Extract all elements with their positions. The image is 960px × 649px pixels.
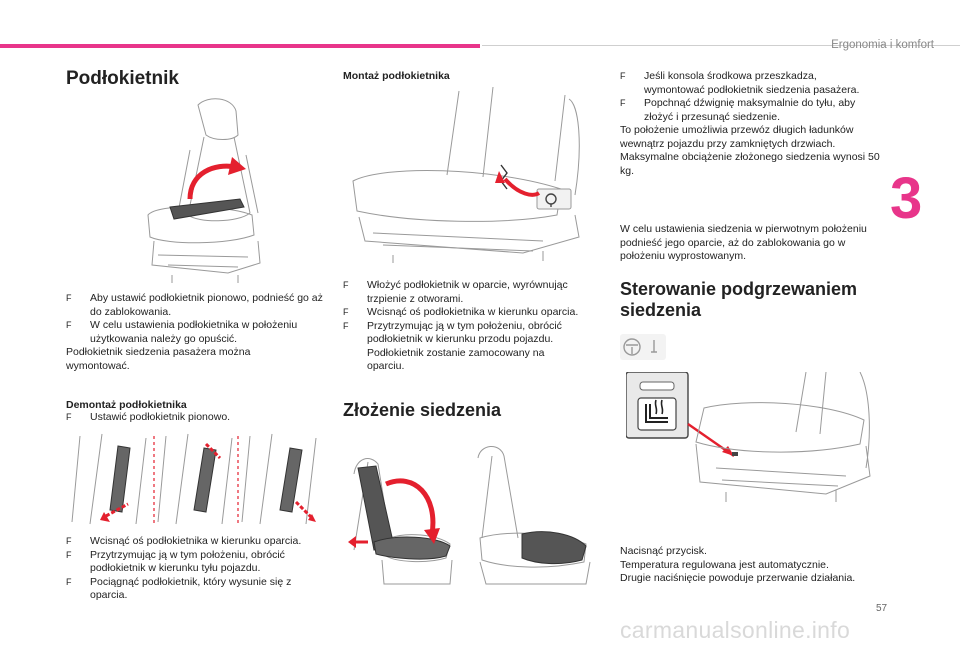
- bullet-marker: F: [66, 576, 72, 587]
- mount-title: Montaż podłokietnika: [343, 70, 450, 82]
- heated-seat-heading: Sterowanie podgrzewaniem siedzenia: [620, 279, 858, 320]
- removal-step-4: Pociągnąć podłokietnik, który wysunie si…: [90, 575, 292, 602]
- mount-note: Podłokietnik zostanie zamocowany na opar…: [367, 346, 545, 373]
- seat-folding-illustration: [346, 438, 598, 588]
- removal-step-3: Przytrzymując ją w tym położeniu, obróci…: [90, 548, 285, 575]
- mount-step-2: Wcisnąć oś podłokietnika w kierunku opar…: [367, 306, 579, 318]
- removal-title: Demontaż podłokietnika: [66, 399, 187, 411]
- mount-step-3: Przytrzymując ją w tym położeniu, obróci…: [367, 319, 562, 346]
- armrest-removal-illustration: [66, 432, 326, 528]
- folding-step-1: Jeśli konsola środkowa przeszkadza, wymo…: [644, 70, 860, 96]
- bullet-marker: F: [66, 549, 72, 560]
- bullet-marker: F: [66, 320, 72, 330]
- bullet-marker: F: [343, 307, 349, 317]
- heated-seat-text: Nacisnąć przycisk. Temperatura regulowan…: [620, 545, 856, 584]
- bullet-marker: F: [343, 280, 349, 290]
- section-title: Ergonomia i komfort: [831, 39, 934, 51]
- armrest-adjust-step-1: Aby ustawić podłokietnik pionowo, podnie…: [90, 292, 323, 318]
- armrest-mount-illustration: [343, 85, 595, 265]
- watermark: carmanualsonline.info: [620, 617, 851, 643]
- bullet-marker: F: [66, 412, 72, 422]
- header-accent-bar: [0, 44, 480, 48]
- folding-max-load: Maksymalne obciążenie złożonego siedzeni…: [620, 151, 880, 177]
- folding-text: F Jeśli konsola środkowa przeszkadza, wym…: [620, 70, 880, 178]
- mount-step-1: Włożyć podłokietnik w oparcie, wyrównują…: [367, 279, 568, 305]
- chapter-number: 3: [890, 166, 923, 231]
- bullet-marker: F: [620, 71, 626, 81]
- heated-seat-button-illustration: [626, 372, 878, 504]
- bullet-marker: F: [343, 320, 349, 331]
- armrest-raise-illustration: [128, 95, 278, 285]
- folding-step-2: Popchnąć dźwignię maksymalnie do tyłu, a…: [644, 97, 856, 123]
- folding-heading: Złożenie siedzenia: [343, 400, 502, 420]
- bullet-marker: F: [66, 293, 72, 303]
- armrest-removable-note: Podłokietnik siedzenia pasażera można wy…: [66, 346, 251, 372]
- armrest-adjust-step-2: W celu ustawienia podłokietnika w położe…: [90, 319, 298, 345]
- mount-steps: F Włożyć podłokietnik w oparcie, wyrównuj…: [343, 279, 605, 374]
- header-rule: [482, 45, 960, 46]
- bullet-marker: F: [66, 536, 72, 546]
- heated-seat-icons: [620, 334, 666, 360]
- folding-restore-text: W celu ustawienia siedzenia w pierwotnym…: [620, 223, 880, 264]
- page-number: 57: [876, 603, 888, 614]
- removal-steps: F Ustawić podłokietnik pionowo.: [66, 411, 328, 425]
- removal-step-2: Wcisnąć oś podłokietnika w kierunku opar…: [90, 535, 302, 547]
- armrest-adjust-text: F Aby ustawić podłokietnik pionowo, podni…: [66, 292, 328, 373]
- armrest-heading: Podłokietnik: [66, 68, 179, 89]
- folding-note: To położenie umożliwia przewóz długich ł…: [620, 124, 854, 150]
- removal-steps-continued: F Wcisnąć oś podłokietnika w kierunku opa…: [66, 535, 328, 603]
- removal-step-1: Ustawić podłokietnik pionowo.: [90, 411, 231, 423]
- folding-restore: W celu ustawienia siedzenia w pierwotnym…: [620, 223, 867, 262]
- bullet-marker: F: [620, 98, 626, 108]
